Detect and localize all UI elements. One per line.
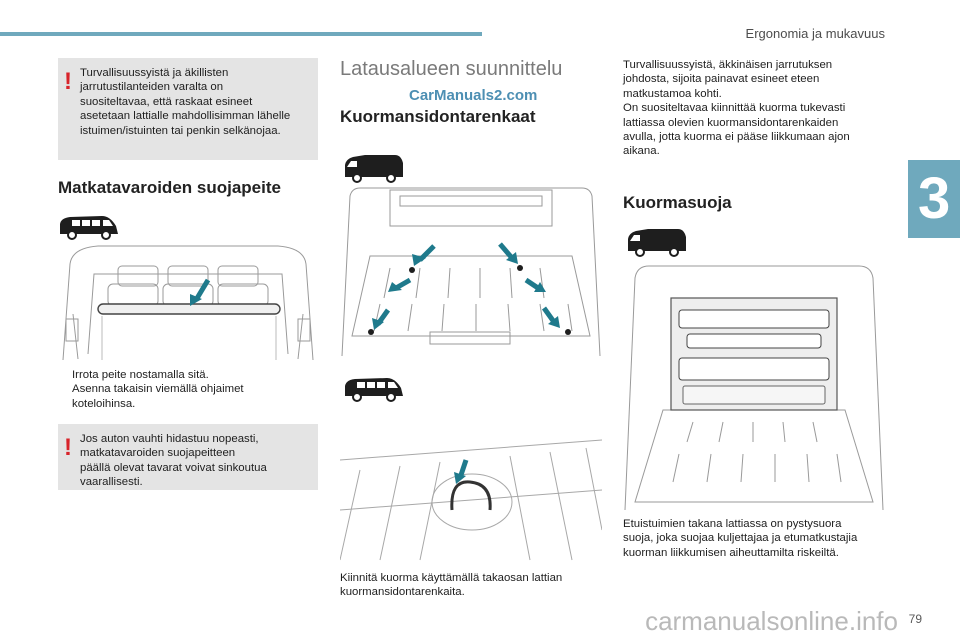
watermark-carmanuals: CarManuals2.com — [409, 87, 538, 104]
warning-box-cover: ! Jos auton vauhti hidastuu nopeasti,mat… — [58, 424, 318, 490]
lashing-rings-illustration — [340, 186, 602, 358]
list-item: Asenna takaisin viemällä ohjaimet — [72, 383, 244, 396]
heading-luggage-cover: Matkatavaroiden suojapeite — [58, 178, 281, 197]
luggage-cover-illustration — [58, 244, 318, 360]
cargo-guard-caption: Etuistuimien takana lattiassa on pystysu… — [623, 518, 858, 559]
warning-icon: ! — [64, 434, 72, 461]
heading-lashing-rings: Kuormansidontarenkaat — [340, 107, 536, 126]
section-title: Ergonomia ja mukavuus — [745, 26, 885, 41]
mpv-van-icon — [345, 378, 403, 402]
luggage-cover-steps: Irrota peite nostamalla sitä. Asenna tak… — [58, 368, 318, 411]
cargo-guard-illustration — [623, 262, 885, 512]
floor-ring-closeup-illustration — [340, 420, 602, 566]
list-item: koteloihinsa. — [72, 397, 136, 410]
warning-text: Jos auton vauhti hidastuu nopeasti,matka… — [80, 433, 267, 489]
site-watermark: carmanualsonline.info — [645, 606, 898, 636]
mpv-van-icon — [60, 216, 118, 240]
header-accent-line — [0, 32, 482, 36]
list-item: Irrota peite nostamalla sitä. — [72, 369, 209, 381]
warning-icon: ! — [64, 68, 72, 95]
heading-cargo-guard: Kuormasuoja — [623, 193, 732, 212]
chapter-number: 3 — [918, 166, 951, 231]
utility-van-icon — [628, 229, 686, 257]
load-placement-text: Turvallisuussyistä, äkkinäisen jarrutuks… — [623, 59, 850, 158]
page-section-title: Latausalueen suunnittelu — [340, 58, 563, 80]
lashing-caption: Kiinnitä kuorma käyttämällä takaosan lat… — [340, 572, 563, 599]
page-number: 79 — [908, 612, 922, 626]
chapter-tab: 3 — [908, 160, 960, 238]
utility-van-icon — [345, 155, 403, 183]
